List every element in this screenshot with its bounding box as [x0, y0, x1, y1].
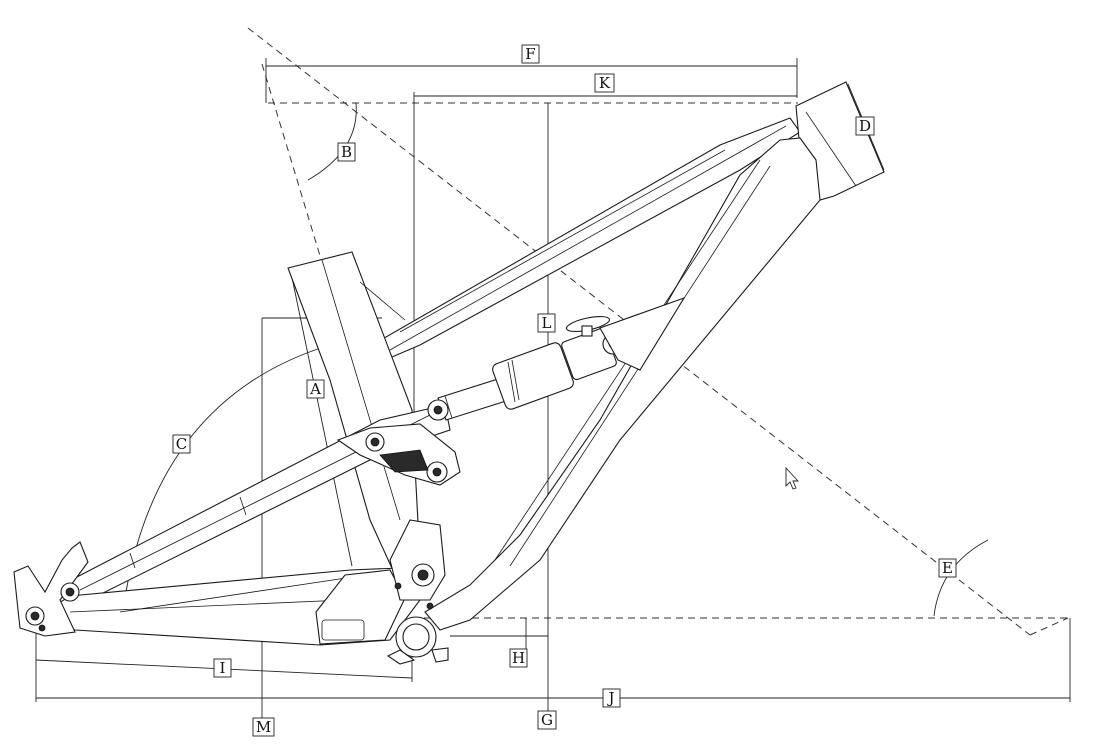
label-C: C	[172, 434, 191, 454]
label-F: F	[521, 44, 540, 64]
label-K-text: K	[599, 74, 611, 92]
label-E: E	[938, 558, 957, 578]
label-K: K	[594, 73, 615, 93]
label-C-text: C	[176, 435, 187, 453]
label-D-text: D	[859, 117, 871, 135]
label-I: I	[213, 658, 232, 678]
seat-tube	[287, 251, 421, 576]
label-J-text: J	[606, 689, 614, 707]
label-L-text: L	[542, 314, 552, 332]
label-H: H	[509, 648, 528, 668]
label-B: B	[337, 142, 356, 162]
rear-shock	[427, 296, 686, 421]
label-M: M	[252, 717, 275, 737]
label-I-text: I	[220, 659, 226, 677]
label-F-text: F	[525, 45, 535, 63]
mouse-pointer-icon	[785, 466, 800, 490]
label-B-text: B	[341, 143, 352, 161]
label-J: J	[602, 688, 621, 708]
down-tube	[424, 137, 821, 631]
label-G-text: G	[541, 711, 553, 729]
bike-frame	[13, 81, 885, 665]
label-M-text: M	[256, 718, 271, 736]
label-D: D	[855, 116, 875, 136]
label-A: A	[306, 379, 325, 399]
label-E-text: E	[942, 559, 953, 577]
label-A-text: A	[309, 380, 321, 398]
label-G: G	[537, 710, 557, 730]
label-H-text: H	[512, 649, 525, 667]
dimension-labels: A B C D E F G H	[172, 44, 957, 737]
label-L: L	[537, 313, 556, 333]
